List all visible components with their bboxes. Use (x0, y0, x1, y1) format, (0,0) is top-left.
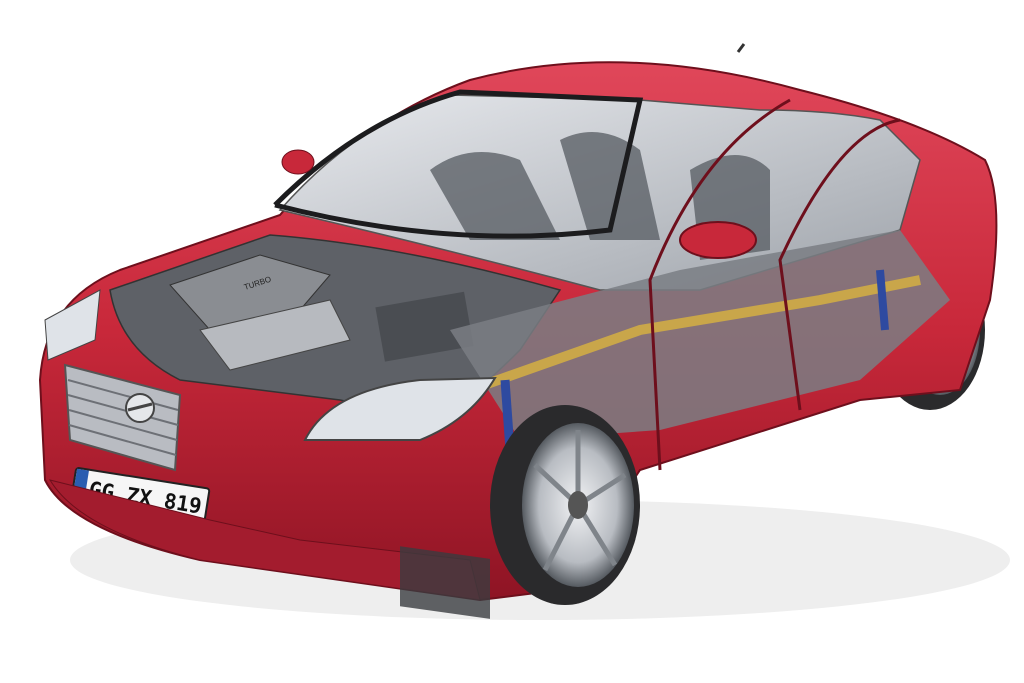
headlight-left (44, 289, 101, 361)
windshield-frame (273, 89, 644, 239)
battery (375, 291, 474, 362)
seats (430, 132, 770, 260)
front-wheel (490, 405, 640, 605)
brand-logo-bolt (127, 402, 153, 412)
drivetrain-cutaway (450, 230, 950, 440)
door-outline (648, 98, 901, 471)
headlight-right (303, 376, 497, 441)
grille-bars (67, 379, 179, 456)
exhaust-pipe (468, 275, 921, 395)
side-mirror-right (679, 221, 757, 259)
side-mirror-left (281, 149, 315, 175)
lower-air-intake (400, 546, 490, 619)
rear-suspension (876, 269, 889, 331)
intake-manifold (199, 299, 351, 371)
front-grille (63, 363, 182, 472)
roof-antenna (736, 43, 746, 53)
